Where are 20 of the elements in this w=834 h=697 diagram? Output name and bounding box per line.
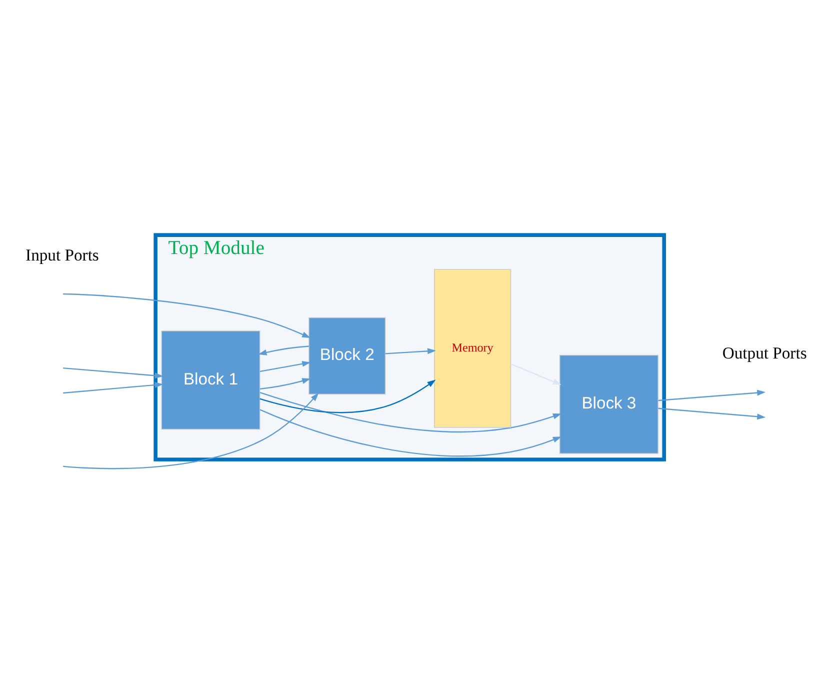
node-box: Block 2 xyxy=(308,316,386,394)
arrow xyxy=(658,407,766,420)
arrow xyxy=(63,392,319,469)
arrow xyxy=(510,362,562,384)
arrow xyxy=(258,345,309,355)
node-box: Memory xyxy=(434,268,512,428)
label: Input Ports xyxy=(26,244,99,264)
arrow xyxy=(63,366,164,378)
arrow xyxy=(260,392,562,432)
arrow xyxy=(260,360,311,372)
arrow xyxy=(63,382,164,394)
label: Output Ports xyxy=(722,343,807,362)
arrow xyxy=(385,348,436,354)
arrow xyxy=(260,408,562,456)
node-box: Block 3 xyxy=(559,354,658,454)
node-box: Block 1 xyxy=(161,330,260,430)
arrow xyxy=(260,379,436,413)
arrow xyxy=(658,389,766,401)
arrow xyxy=(63,292,310,338)
arrow xyxy=(260,378,311,390)
